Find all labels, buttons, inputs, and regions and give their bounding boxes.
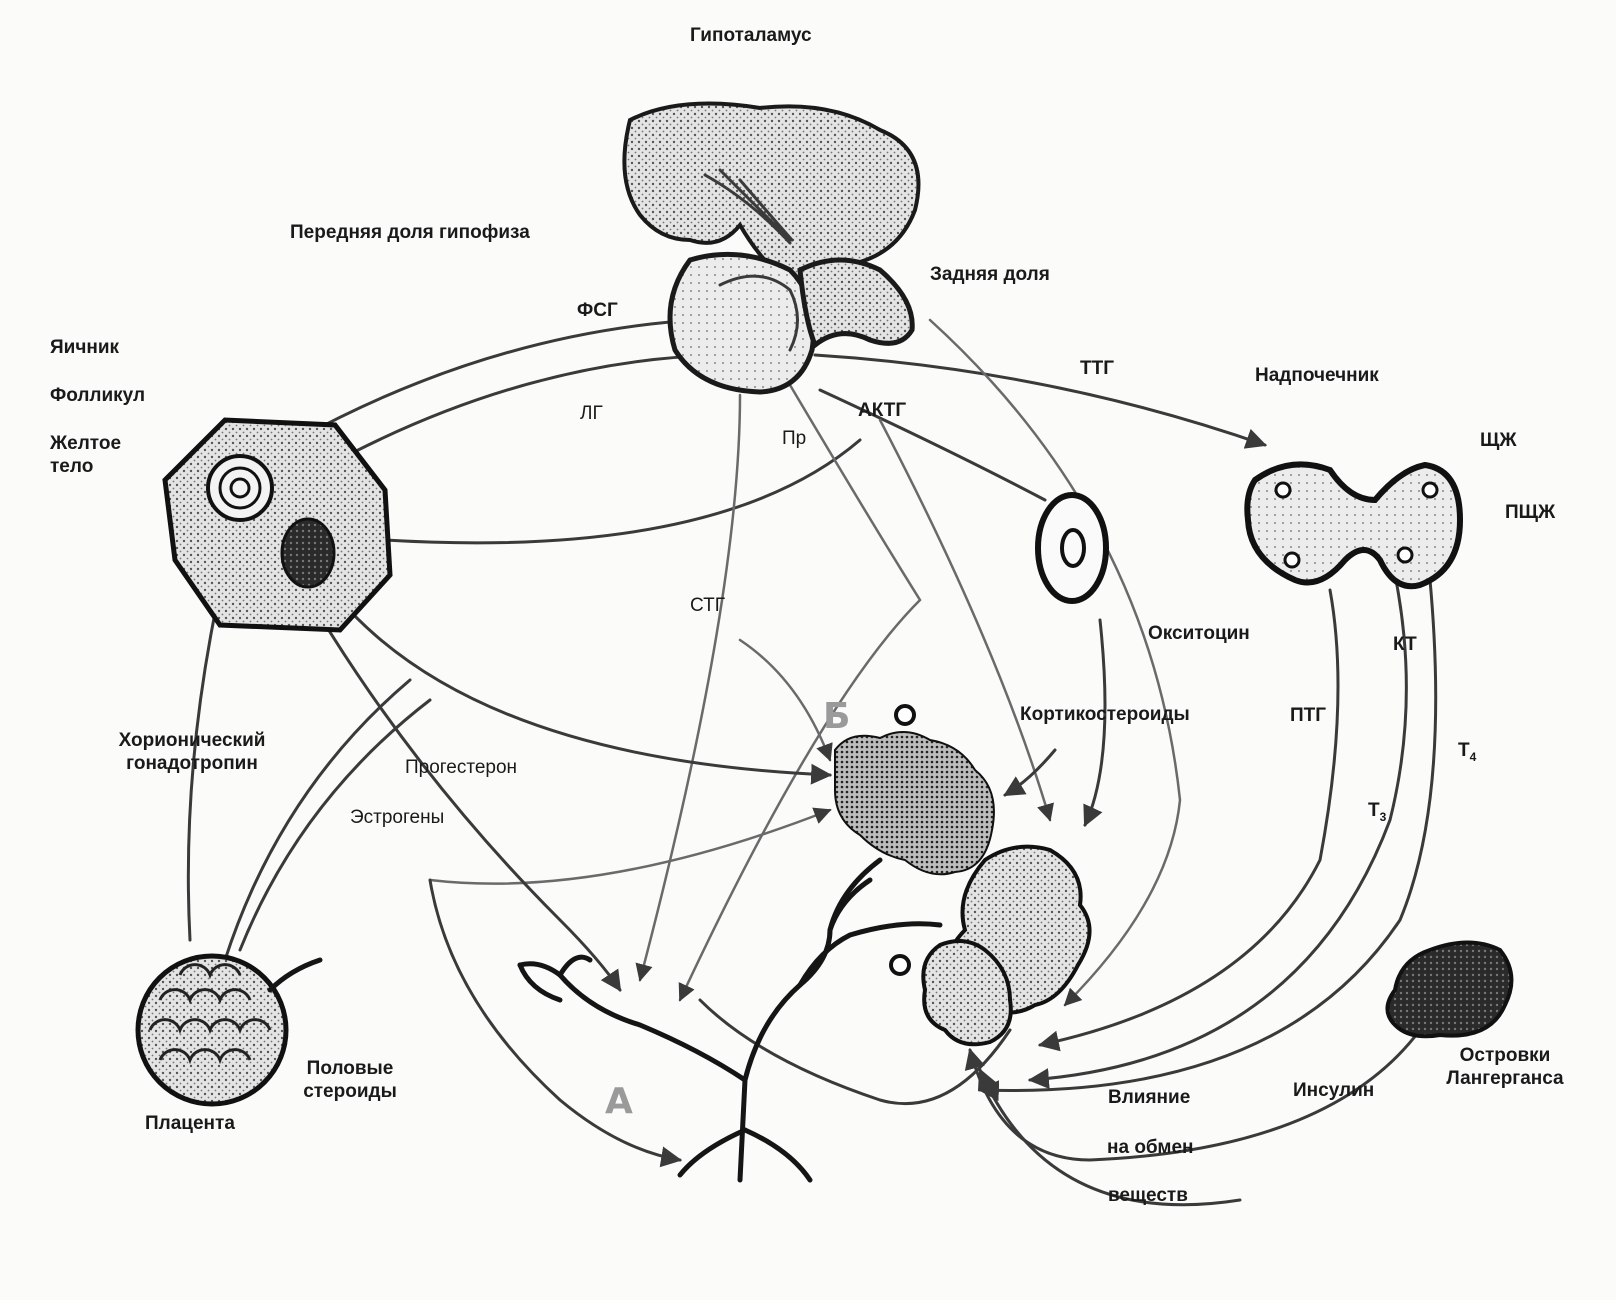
influence-label-1: Влияние bbox=[1108, 1087, 1191, 1108]
duct-branch-4 bbox=[742, 1127, 813, 1183]
prolactin-path bbox=[678, 383, 922, 1002]
mark-a: А bbox=[605, 1081, 633, 1122]
anterior-pituitary-label: Передняя доля гипофиза bbox=[290, 222, 530, 243]
t4-base: Т bbox=[1458, 740, 1470, 761]
duct-branch-6 bbox=[827, 857, 883, 933]
hypothalamus-shape bbox=[622, 101, 921, 288]
ovary-to-placenta-2 bbox=[238, 698, 432, 952]
duct-branch-2 bbox=[797, 921, 943, 988]
tsh-label: ТТГ bbox=[1080, 358, 1114, 379]
stg-label: СТГ bbox=[690, 595, 725, 616]
insulin-path bbox=[964, 1028, 1422, 1162]
corticosteroids-label: Кортикостероиды bbox=[1020, 704, 1190, 725]
estrogen-path bbox=[428, 807, 832, 885]
parathyroid-1 bbox=[1274, 481, 1292, 499]
adrenal-output bbox=[1083, 618, 1107, 827]
mark-b: Б bbox=[823, 696, 851, 737]
progesterone-label: Прогестерон bbox=[405, 757, 518, 778]
estrogen-path-2 bbox=[288, 563, 622, 992]
oxytocin-path bbox=[928, 318, 1182, 1007]
stg-path-2 bbox=[738, 638, 833, 762]
influence-label-3: веществ bbox=[1108, 1185, 1188, 1206]
hypothalamus-fibers bbox=[703, 168, 794, 245]
duct-trunk bbox=[737, 877, 873, 1183]
duct-branch-3 bbox=[677, 1127, 748, 1178]
tsh-path bbox=[813, 353, 1267, 449]
ovary-label: Яичник bbox=[50, 337, 120, 358]
t4-label: Т4 bbox=[1458, 740, 1477, 764]
posterior-lobe-label: Задняя доля bbox=[930, 264, 1050, 285]
t4-sub: 4 bbox=[1469, 750, 1477, 764]
thyroid-label: ЩЖ bbox=[1480, 430, 1517, 451]
long-arc bbox=[698, 998, 1012, 1106]
t3-label: Т3 bbox=[1368, 800, 1387, 824]
follicle-shape bbox=[206, 454, 274, 522]
acth-label: АКТГ bbox=[858, 400, 907, 421]
corticosteroid-arrow bbox=[1003, 748, 1057, 797]
adrenal-label: Надпочечник bbox=[1255, 365, 1379, 386]
prolactin-label: Пр bbox=[782, 428, 807, 449]
lh-path-2 bbox=[383, 438, 862, 545]
acth-path bbox=[818, 388, 1047, 502]
chorionic-label: Хорионический гонадотропин bbox=[118, 730, 266, 774]
posterior-lobe-shape bbox=[797, 257, 915, 350]
metabolism-path bbox=[977, 1068, 1242, 1207]
insulin-label: Инсулин bbox=[1293, 1080, 1375, 1101]
ovary-to-placenta-3 bbox=[223, 678, 412, 962]
stg-path bbox=[635, 393, 742, 982]
kt-label: КТ bbox=[1393, 634, 1417, 655]
anterior-pituitary-shape bbox=[667, 251, 817, 395]
hypothalamus-label: Гипоталамус bbox=[690, 25, 812, 46]
oxytocin-label: Окситоцин bbox=[1148, 623, 1250, 644]
t3-base: Т bbox=[1368, 800, 1380, 821]
follicle-label: Фолликул bbox=[50, 385, 146, 406]
parathyroid-2 bbox=[1421, 481, 1439, 499]
progesterone-path bbox=[338, 598, 833, 785]
parathyroid-4 bbox=[1396, 546, 1414, 564]
corpus-luteum-shape bbox=[280, 517, 336, 589]
adrenal-inner bbox=[1060, 528, 1086, 568]
lh-label: ЛГ bbox=[580, 403, 603, 424]
corpus-luteum-label: Желтое тело bbox=[50, 433, 122, 477]
lh-path bbox=[318, 353, 722, 472]
fsh-path bbox=[298, 320, 672, 440]
sex-steroids-label: Половые стероиды bbox=[303, 1058, 397, 1102]
estrogen-down bbox=[428, 878, 683, 1168]
parathyroid-3 bbox=[1283, 551, 1301, 569]
fsh-label: ФСГ bbox=[577, 300, 618, 321]
placenta-label: Плацента bbox=[145, 1113, 235, 1134]
estrogens-label: Эстрогены bbox=[350, 807, 445, 828]
influence-label-2: на обмен bbox=[1107, 1137, 1194, 1158]
kt-path bbox=[1027, 573, 1408, 1090]
placenta-shape bbox=[135, 953, 323, 1107]
hormone-pathways bbox=[186, 318, 1438, 1207]
duct-branch-5 bbox=[517, 954, 593, 1003]
langerhans-shape bbox=[1385, 940, 1514, 1039]
parathyroid-label: ПЩЖ bbox=[1505, 502, 1556, 523]
mammary-gland bbox=[834, 704, 1092, 1047]
t3-path bbox=[977, 578, 1438, 1102]
t3-sub: 3 bbox=[1379, 810, 1387, 824]
langerhans-label: Островки Лангерганса bbox=[1446, 1045, 1564, 1089]
ptg-path bbox=[1037, 588, 1340, 1052]
duct-branch-1 bbox=[517, 961, 748, 1083]
adrenal-shape bbox=[1035, 492, 1109, 604]
pituitary-inner bbox=[718, 274, 799, 352]
ovary-shape bbox=[162, 417, 393, 633]
ptg-label: ПТГ bbox=[1290, 705, 1327, 726]
